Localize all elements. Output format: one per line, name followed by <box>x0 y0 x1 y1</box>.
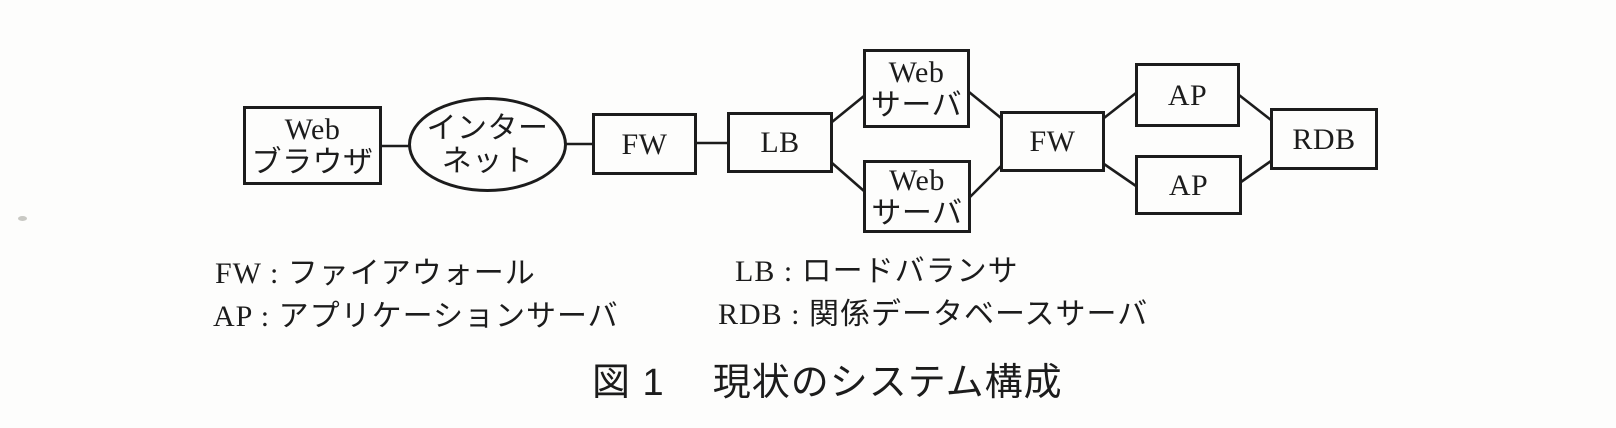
node-web-server-bottom: Web サーバ <box>863 160 971 233</box>
edge-ap-bottom-rdb <box>1240 159 1272 184</box>
node-ap-server-bottom-label: AP <box>1168 168 1209 202</box>
node-internet: インター ネット <box>408 97 567 192</box>
node-web-server-top-label-line2: サーバ <box>870 88 963 122</box>
edge-webserver-top-fw2 <box>968 90 1002 120</box>
legend-rdb: RDB : 関係データベースサーバ <box>718 298 1149 331</box>
node-firewall-2-label: FW <box>1029 125 1076 158</box>
legend-fw: FW : ファイアウォール <box>215 257 536 290</box>
edge-webserver-bottom-fw2 <box>969 165 1002 198</box>
node-web-server-top: Web サーバ <box>863 49 970 128</box>
node-ap-server-top-label: AP <box>1167 78 1208 112</box>
figure-caption-number: 図 1 <box>592 362 665 404</box>
legend-lb: LB : ロードバランサ <box>735 255 1019 288</box>
node-ap-server-bottom: AP <box>1135 155 1242 215</box>
node-firewall-2: FW <box>1000 111 1105 172</box>
node-web-browser: Web ブラウザ <box>243 106 382 185</box>
node-web-server-bottom-label-line2: サーバ <box>871 196 963 230</box>
node-web-server-top-label-line1: Web <box>888 55 945 89</box>
node-firewall-1-label: FW <box>621 127 668 161</box>
node-load-balancer-label: LB <box>760 126 800 159</box>
node-rdb: RDB <box>1270 108 1378 170</box>
figure-caption: 図 1 現状のシステム構成 <box>592 351 1063 406</box>
legend-ap: AP : アプリケーションサーバ <box>213 300 619 333</box>
node-web-server-bottom-label-line1: Web <box>889 163 945 197</box>
scan-speck <box>18 216 27 221</box>
node-ap-server-top: AP <box>1135 63 1240 127</box>
node-rdb-label: RDB <box>1292 122 1356 156</box>
node-load-balancer: LB <box>727 112 833 173</box>
node-internet-label-line2: ネット <box>441 144 534 178</box>
node-internet-label-line1: インター <box>426 111 549 145</box>
node-web-browser-label-line2: ブラウザ <box>251 145 374 179</box>
edge-fw2-ap-bottom <box>1103 162 1137 188</box>
edge-lb-webserver-bottom <box>831 162 865 192</box>
node-web-browser-label-line1: Web <box>284 112 341 146</box>
figure-caption-title: 現状のシステム構成 <box>712 362 1063 404</box>
edge-fw2-ap-top <box>1103 91 1137 120</box>
edge-lb-webserver-top <box>831 94 865 124</box>
edge-ap-top-rdb <box>1238 93 1272 122</box>
node-firewall-1: FW <box>592 113 697 175</box>
